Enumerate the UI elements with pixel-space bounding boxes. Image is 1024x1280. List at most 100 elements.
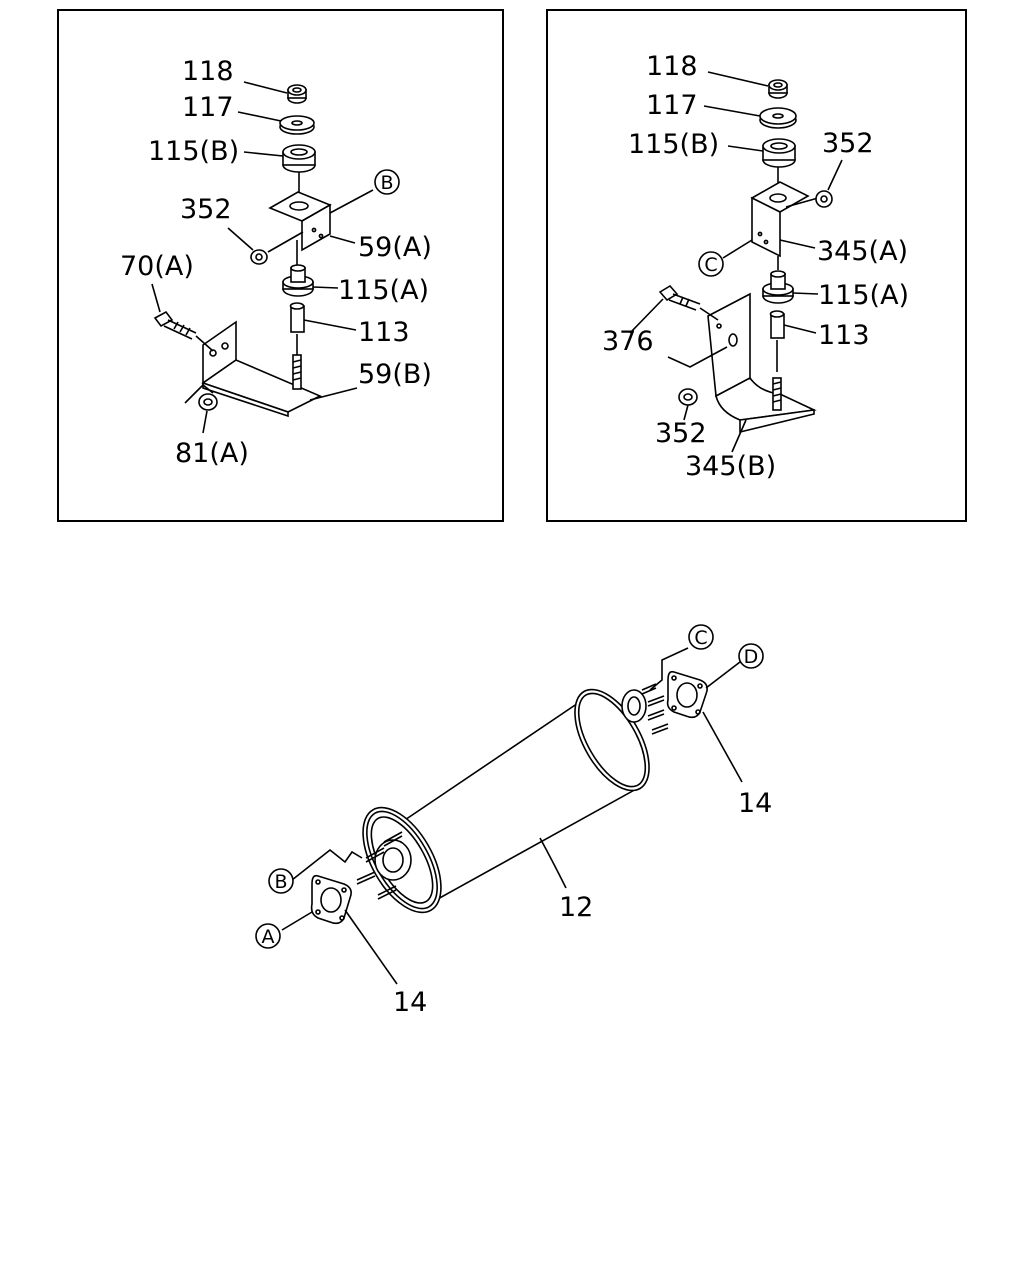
leader-376 — [629, 298, 664, 334]
label-352-right-bottom: 352 — [655, 418, 707, 449]
nut-118-left — [287, 84, 307, 104]
leader-14-rear — [702, 711, 743, 783]
leader-352-right-bottom — [683, 404, 689, 421]
leader-117-right — [703, 105, 761, 117]
callout-c-right: C — [698, 251, 724, 277]
label-352-right-top: 352 — [822, 128, 874, 159]
bolt-376 — [658, 284, 701, 311]
gasket-14-rear — [666, 670, 708, 719]
leader-345b — [731, 419, 747, 453]
axis-line-right-352-bottom — [667, 346, 728, 368]
bushing-115b-right — [762, 138, 796, 168]
label-14-rear: 14 — [738, 788, 772, 819]
bushing-115a-left — [282, 264, 314, 297]
label-59a: 59(A) — [358, 232, 432, 263]
leader-115b-left — [243, 151, 284, 157]
leader-117-left — [237, 111, 282, 122]
axis-line-right-376 — [699, 307, 719, 321]
sleeve-113-right — [769, 310, 785, 339]
leader-70a — [151, 283, 161, 313]
leader-345a-C — [722, 239, 753, 259]
bracket-59a — [268, 191, 332, 252]
muffler-assembly: C D B A 12 14 14 — [255, 624, 772, 1018]
callout-c-right-text: C — [704, 254, 717, 276]
sleeve-113-left — [289, 302, 305, 333]
callout-b-main-text: B — [274, 871, 287, 893]
rear-flange — [621, 683, 669, 735]
label-12: 12 — [559, 892, 593, 923]
leader-118-right — [707, 71, 769, 87]
leader-b-main — [291, 848, 363, 881]
bracket-59b — [201, 320, 322, 418]
leader-59b — [309, 387, 358, 401]
label-115a-left: 115(A) — [338, 275, 429, 306]
label-345a: 345(A) — [817, 236, 908, 267]
gasket-14-front — [310, 874, 352, 925]
label-117-left: 117 — [182, 92, 234, 123]
label-352-left: 352 — [180, 194, 232, 225]
leader-59a-B — [329, 189, 374, 214]
leader-345a — [779, 239, 816, 249]
label-113-right: 113 — [818, 320, 870, 351]
leader-14-front — [344, 909, 398, 985]
label-59b: 59(B) — [358, 359, 432, 390]
bushing-115b-left — [282, 144, 316, 173]
label-113-left: 113 — [358, 317, 410, 348]
leader-113-right — [783, 324, 817, 334]
left-panel-frame — [57, 9, 504, 522]
leader-115a-right — [792, 292, 819, 295]
leader-a-main — [281, 911, 313, 931]
front-flange — [356, 831, 412, 900]
label-115b-right: 115(B) — [628, 129, 719, 160]
label-118-left: 118 — [182, 56, 234, 87]
leader-115a-left — [312, 286, 339, 289]
callout-b-left: B — [374, 169, 400, 195]
leader-352-right-top — [827, 159, 843, 191]
leader-12 — [539, 837, 567, 889]
leader-c-main — [649, 647, 689, 691]
callout-c-main: C — [688, 624, 714, 650]
right-detail-panel: C 118 117 115(B) 352 345(A) 115(A) 376 1… — [546, 9, 967, 522]
left-detail-panel: B 118 117 115(B) 352 59(A) 70(A) 115(A) … — [57, 9, 504, 522]
label-345b: 345(B) — [685, 451, 776, 482]
bushing-115a-right — [762, 270, 794, 304]
callout-b-left-text: B — [380, 172, 393, 194]
bracket-345b — [707, 292, 817, 434]
label-70a: 70(A) — [120, 251, 194, 282]
nut-352-right-bottom — [678, 388, 698, 406]
nut-81a — [198, 393, 218, 411]
leader-81a — [202, 410, 208, 434]
label-14-front: 14 — [393, 987, 427, 1018]
right-panel-frame — [546, 9, 967, 522]
leader-d-main — [705, 661, 741, 689]
axis-line-left-81a — [184, 383, 214, 404]
muffler-body-12 — [362, 688, 650, 914]
bracket-345a — [750, 181, 810, 258]
axis-line-right-352 — [785, 197, 819, 208]
leader-115b-right — [727, 145, 764, 152]
callout-a-main-text: A — [262, 926, 275, 948]
axis-line-left-70a — [195, 335, 214, 352]
callout-d-main: D — [738, 643, 764, 669]
washer-117-right — [759, 107, 797, 129]
label-115b-left: 115(B) — [148, 136, 239, 167]
nut-352-right-top — [815, 190, 833, 208]
label-81a: 81(A) — [175, 438, 249, 469]
callout-b-main: B — [268, 868, 294, 894]
washer-117-left — [279, 115, 315, 135]
label-376: 376 — [602, 326, 654, 357]
callout-d-main-text: D — [744, 646, 759, 668]
leader-59a — [329, 235, 356, 244]
callout-a-main: A — [255, 923, 281, 949]
label-118-right: 118 — [646, 51, 698, 82]
bolt-70a — [153, 310, 197, 340]
label-115a-right: 115(A) — [818, 280, 909, 311]
leader-113-left — [303, 319, 357, 331]
callout-c-main-text: C — [694, 627, 707, 649]
label-117-right: 117 — [646, 90, 698, 121]
axis-line-left-352 — [267, 231, 304, 253]
nut-118-right — [768, 79, 788, 99]
leader-352-left — [227, 227, 254, 251]
nut-352-left — [250, 249, 268, 265]
